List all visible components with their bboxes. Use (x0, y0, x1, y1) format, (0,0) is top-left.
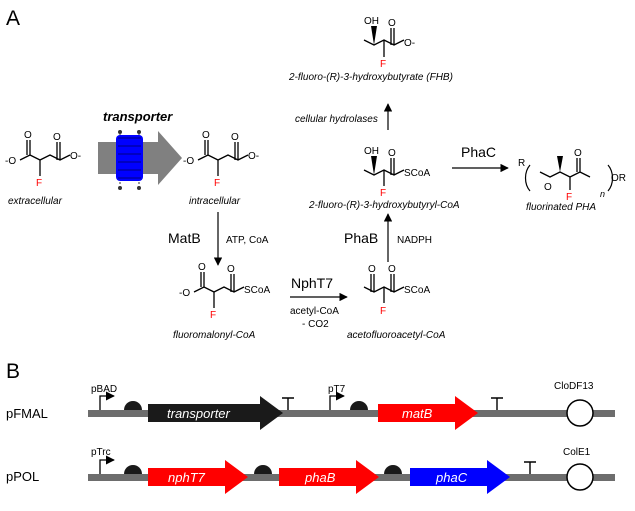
panel-a-label: A (6, 7, 20, 30)
rbs-icon (124, 401, 142, 410)
intracellular-molecule: O O -O O- F intracellular (183, 130, 259, 207)
pt7-label: pT7 (328, 384, 346, 395)
terminator-icon (491, 397, 503, 410)
phac-label: PhaC (461, 144, 496, 160)
extracellular-o3: -O (5, 156, 16, 167)
pha-n: n (600, 189, 605, 199)
fluoromalonyl-label: fluoromalonyl-CoA (173, 330, 256, 341)
fhb-label: 2-fluoro-(R)-3-hydroxybutyrate (FHB) (288, 72, 453, 83)
clodf13-label: CloDF13 (554, 381, 594, 392)
terminator-icon (282, 397, 294, 410)
phab-cofactor: NADPH (397, 235, 432, 246)
origin-icon (566, 463, 594, 491)
transporter-label: transporter (103, 109, 173, 124)
rbs-icon (384, 465, 402, 474)
pha-molecule: R O O OR F n fluorinated PHA (518, 148, 626, 213)
pha-or: OR (611, 173, 626, 184)
ptrc-promoter-icon (99, 455, 115, 474)
pfmal-name: pFMAL (6, 406, 48, 421)
intracellular-o1: O (202, 130, 210, 141)
intracellular-label: intracellular (189, 196, 241, 207)
transporter-gene (148, 396, 283, 430)
hydroxybutyryl-label: 2-fluoro-(R)-3-hydroxybutyryl-CoA (308, 200, 460, 211)
phab-label: PhaB (344, 230, 378, 246)
pha-r: R (518, 158, 525, 169)
rbs-icon (124, 465, 142, 474)
matb-gene (378, 396, 478, 430)
fhb-f: F (380, 59, 386, 70)
panel-b-label: B (6, 360, 20, 383)
fhb-molecule: OH O O- F 2-fluoro-(R)-3-hydroxybutyrate… (288, 16, 453, 83)
intracellular-o4: O- (248, 151, 259, 162)
rbs-icon (350, 401, 368, 410)
acetofluoroacetyl-label: acetofluoroacetyl-CoA (347, 330, 446, 341)
fluoromalonyl-scoa: SCoA (244, 285, 270, 296)
fluoromalonyl-coa-molecule: O O -O SCoA F fluoromalonyl-CoA (173, 262, 270, 341)
hydrolase-label: cellular hydrolases (295, 114, 378, 125)
intracellular-f: F (214, 178, 220, 189)
pha-label: fluorinated PHA (526, 202, 596, 213)
pfmal-backbone (88, 410, 615, 417)
phac-gene-label: phaC (435, 470, 468, 485)
fluoromalonyl-f: F (210, 310, 216, 321)
phab-gene-label: phaB (304, 470, 336, 485)
hydroxybutyryl-f: F (380, 188, 386, 199)
extracellular-label: extracellular (8, 196, 63, 207)
hydroxybutyryl-scoa: SCoA (404, 168, 430, 179)
hydroxybutyryl-coa-molecule: OH O SCoA F 2-fluoro-(R)-3-hydroxybutyry… (308, 146, 460, 211)
pbad-label: pBAD (91, 384, 117, 395)
fhb-oh: OH (364, 16, 379, 27)
phac-gene (410, 460, 510, 494)
extracellular-o1: O (24, 130, 32, 141)
pha-o2: O (574, 148, 582, 159)
extracellular-molecule: O O -O O- F extracellular (5, 130, 81, 207)
phab-gene (279, 460, 379, 494)
fluoromalonyl-o2: O (227, 264, 235, 275)
origin-icon (566, 399, 594, 427)
fluoromalonyl-o3: -O (179, 288, 190, 299)
terminator-icon (524, 461, 536, 474)
pbad-promoter-icon (99, 391, 115, 410)
matb-label: MatB (168, 230, 201, 246)
pha-f: F (566, 192, 572, 203)
acetofluoroacetyl-f: F (380, 306, 386, 317)
pt7-promoter-icon (329, 391, 345, 410)
plasmid-pfmal: pFMAL pBAD transporter pT7 matB CloDF13 (6, 381, 615, 430)
hydroxybutyryl-o: O (388, 148, 396, 159)
intracellular-o2: O (231, 132, 239, 143)
transporter-graphic: transporter (98, 109, 182, 190)
plasmid-ppol: pPOL pTrc nphT7 phaB phaC ColE1 (6, 447, 615, 494)
acetofluoroacetyl-o1: O (368, 264, 376, 275)
cole1-label: ColE1 (563, 447, 591, 458)
hydroxybutyryl-oh: OH (364, 146, 379, 157)
matb-cofactor: ATP, CoA (226, 235, 269, 246)
nphT7-cofactor-2: - CO2 (302, 319, 329, 330)
fluoromalonyl-o1: O (198, 262, 206, 273)
fhb-o: O (388, 18, 396, 29)
matb-gene-label: matB (402, 406, 433, 421)
extracellular-f: F (36, 178, 42, 189)
transporter-gene-label: transporter (167, 406, 231, 421)
transporter-protein (116, 135, 143, 181)
nphT7-cofactor-1: acetyl-CoA (290, 306, 339, 317)
extracellular-o4: O- (70, 151, 81, 162)
pha-o1: O (544, 182, 552, 193)
ppol-name: pPOL (6, 469, 39, 484)
extracellular-o2: O (53, 132, 61, 143)
acetofluoroacetyl-o2: O (388, 264, 396, 275)
nphT7-label: NphT7 (291, 275, 333, 291)
fhb-o-minus: O- (404, 38, 415, 49)
nphT7-gene-label: nphT7 (168, 470, 206, 485)
ptrc-label: pTrc (91, 447, 111, 458)
acetofluoroacetyl-scoa: SCoA (404, 285, 430, 296)
acetofluoroacetyl-coa-molecule: O O SCoA F acetofluoroacetyl-CoA (347, 264, 446, 341)
intracellular-o3: -O (183, 156, 194, 167)
rbs-icon (254, 465, 272, 474)
nphT7-gene (148, 460, 248, 494)
